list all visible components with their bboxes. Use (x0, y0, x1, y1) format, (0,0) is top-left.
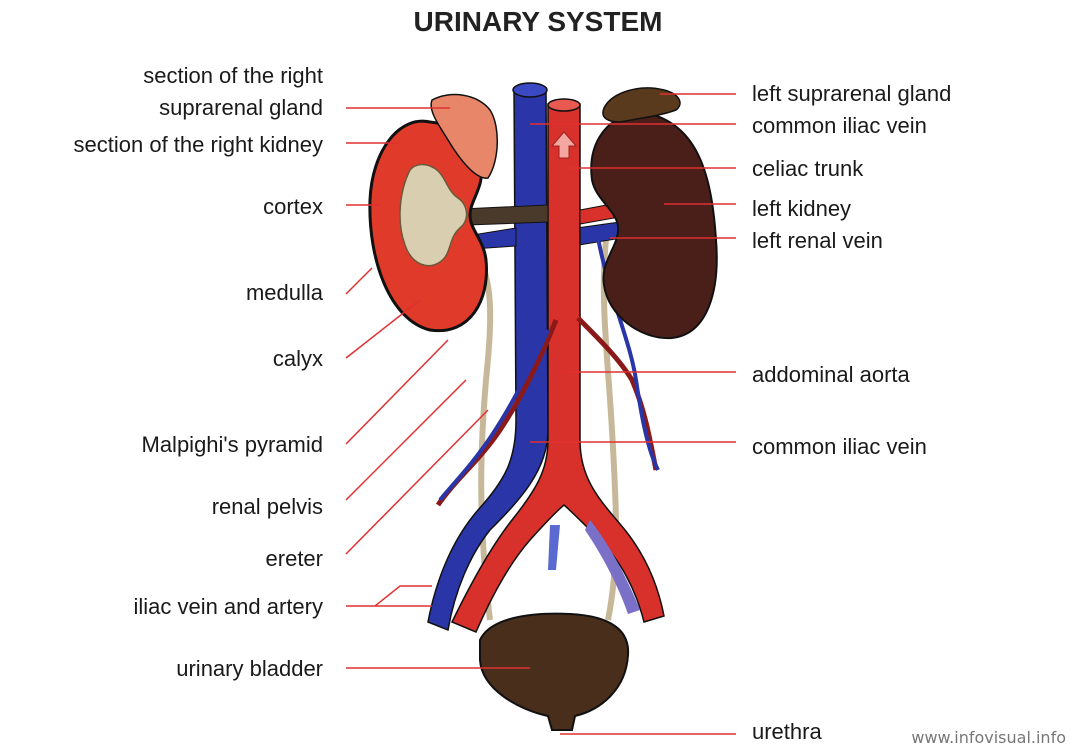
label-calyx: calyx (273, 346, 323, 372)
label-right-suprarenal-line1: section of the right (143, 63, 323, 89)
label-urethra: urethra (752, 719, 822, 745)
label-iliac-vein-artery: iliac vein and artery (133, 594, 323, 620)
label-common-iliac-vein-bottom: common iliac vein (752, 434, 927, 460)
label-abdominal-aorta: addominal aorta (752, 362, 910, 388)
label-malpighi: Malpighi's pyramid (142, 432, 324, 458)
label-medulla: medulla (246, 280, 323, 306)
label-common-iliac-vein-top: common iliac vein (752, 113, 927, 139)
label-left-suprarenal: left suprarenal gland (752, 81, 951, 107)
label-right-kidney-section: section of the right kidney (74, 132, 323, 158)
iliac-purple-left (548, 525, 560, 570)
label-cortex: cortex (263, 194, 323, 220)
label-left-kidney: left kidney (752, 196, 851, 222)
left-gonadal (578, 318, 656, 470)
label-renal-pelvis: renal pelvis (212, 494, 323, 520)
urinary-bladder (480, 614, 628, 730)
label-urinary-bladder: urinary bladder (176, 656, 323, 682)
left-suprarenal-gland (603, 88, 680, 122)
label-celiac-trunk: celiac trunk (752, 156, 863, 182)
watermark: www.infovisual.info (911, 728, 1066, 747)
label-right-suprarenal-line2: suprarenal gland (159, 95, 323, 121)
aorta-top (548, 99, 580, 111)
label-ereter: ereter (266, 546, 323, 572)
label-left-renal-vein: left renal vein (752, 228, 883, 254)
vena-cava-top (513, 83, 547, 97)
